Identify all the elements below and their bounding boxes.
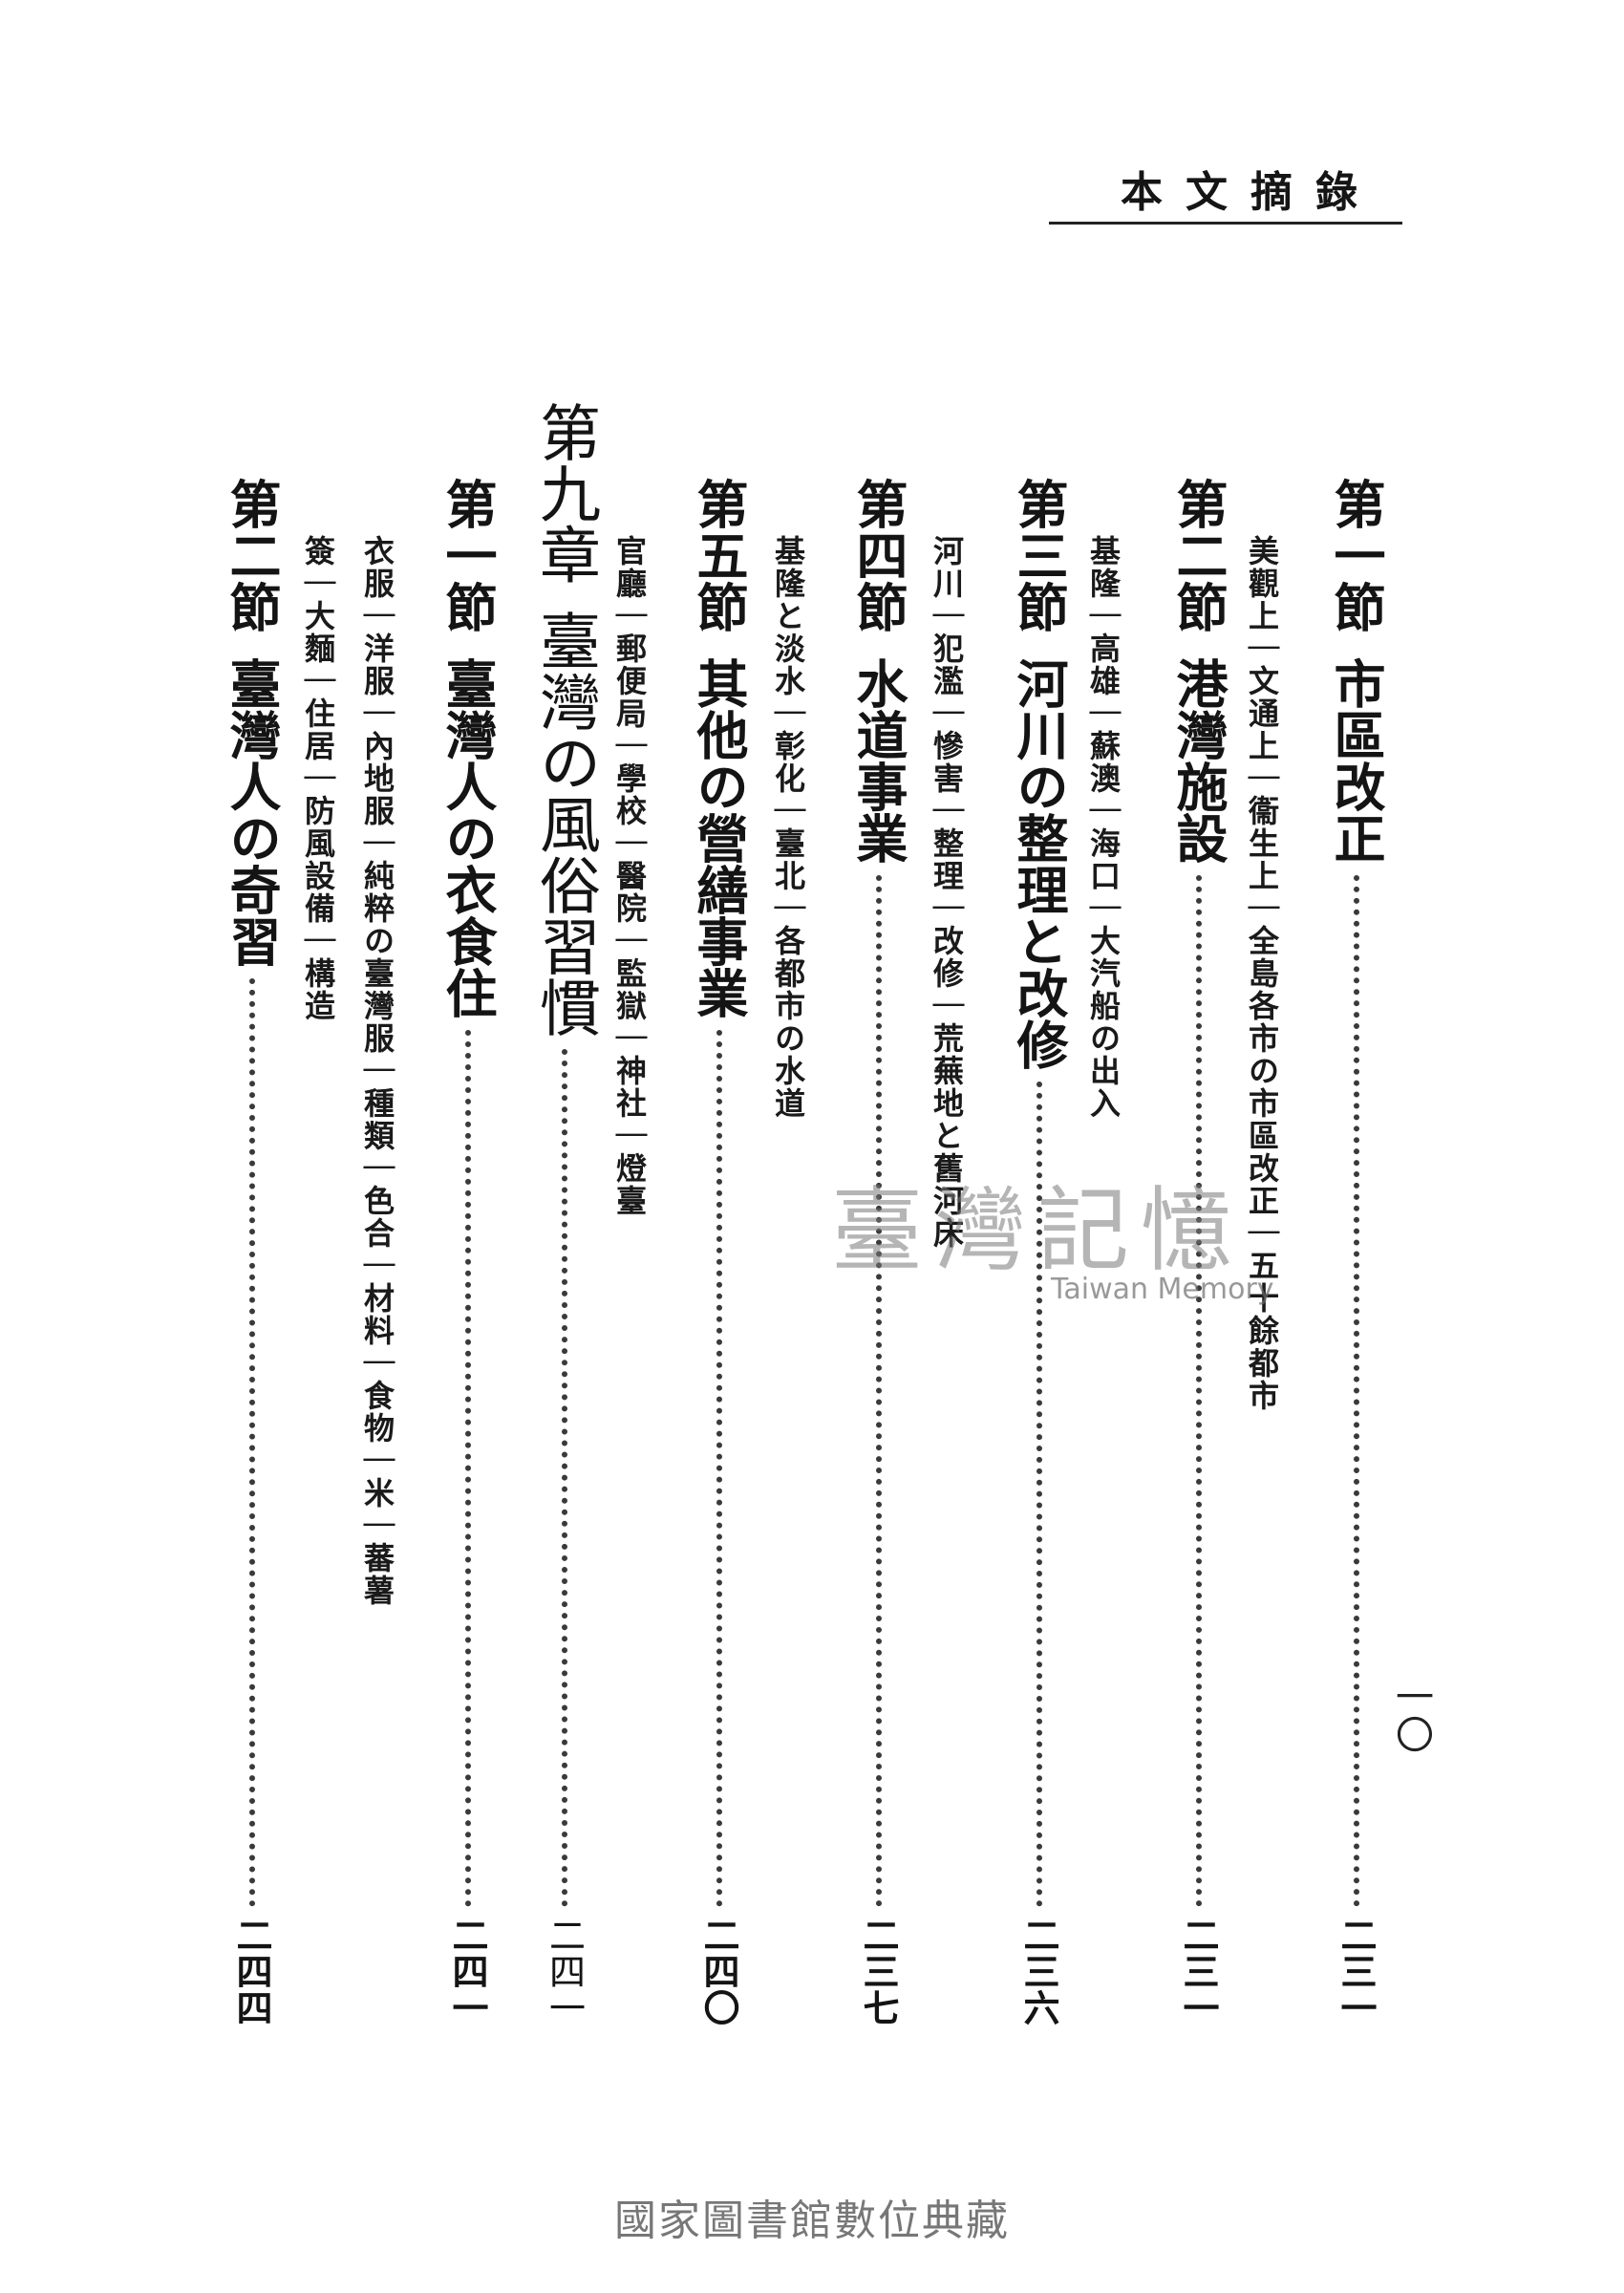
toc-entry-title: 其他の營繕事業 [688, 657, 749, 1018]
toc-entry-2: 第二節 港灣施設 二三一 [1161, 478, 1236, 2025]
toc-entry-title: 港灣施設 [1167, 657, 1229, 864]
toc-entry-3-subtopics: 河川｜犯濫｜慘害｜整理｜改修｜荒蕪地と舊河床 [929, 535, 965, 1250]
toc-entry-title: 水道事業 [847, 657, 908, 864]
toc-entry-page: 二三六 [1017, 1917, 1060, 2025]
toc-entry-page: 二四一 [543, 1917, 586, 2025]
toc-entry-page: 二三七 [857, 1917, 900, 2025]
dot-leader [1353, 875, 1359, 1907]
toc-entry-title: 臺灣の風俗習慣 [529, 610, 600, 1038]
toc-entry-7-subtopics-continued: 簽｜大麵｜住居｜防風設備｜構造 [300, 535, 336, 1022]
source-footer: 國家圖書館數位典藏 [614, 2197, 1010, 2245]
toc-entry-page: 二四四 [230, 1917, 273, 2025]
toc-entry-title: 市區改正 [1325, 657, 1386, 864]
toc-entry-4: 第四節 水道事業 二三七 [841, 478, 916, 2025]
toc-entry-2-subtopics: 基隆｜高雄｜蘇澳｜海口｜大汽船の出入 [1085, 535, 1122, 1120]
toc-entry-8: 第二節 臺灣人の奇習 二四四 [214, 478, 289, 2025]
toc-entry-page: 二三一 [1177, 1917, 1220, 2025]
dot-leader [1036, 1082, 1042, 1907]
toc-entry-label: 第一節 [437, 478, 498, 632]
toc-entry-1-subtopics: 美觀上｜文通上｜衞生上｜全島各市の市區改正｜五十餘都市 [1244, 535, 1280, 1412]
toc-entry-title: 臺灣人の衣食住 [437, 657, 498, 1018]
toc-entry-label: 第三節 [1008, 478, 1069, 632]
dot-leader [248, 978, 255, 1907]
header-rule [1049, 222, 1402, 225]
toc-entry-5: 第五節 其他の營繕事業 二四〇 [681, 478, 757, 2025]
toc-entry-4-subtopics: 基隆と淡水｜彰化｜臺北｜各都市の水道 [770, 535, 806, 1120]
toc-entry-label: 第一節 [1325, 478, 1386, 632]
toc-entry-title: 河川の整理と改修 [1008, 657, 1069, 1070]
running-header: 本文摘錄 [1121, 168, 1380, 217]
toc-entry-label: 第二節 [1167, 478, 1229, 632]
toc-entry-label: 第四節 [847, 478, 908, 632]
toc-entry-page: 二四〇 [697, 1917, 740, 2025]
toc-entry-7-subtopics: 衣服｜洋服｜內地服｜純粹の臺灣服｜種類｜色合｜材料｜食物｜米｜蕃薯 [359, 535, 395, 1607]
toc-chapter-9: 第九章 臺灣の風俗習慣 二四一 [521, 401, 609, 2025]
toc-entry-7: 第一節 臺灣人の衣食住 二四一 [430, 478, 505, 2025]
toc-entry-5-subtopics: 官廳｜郵便局｜學校｜醫院｜監獄｜神社｜燈臺 [611, 535, 648, 1217]
dot-leader [1195, 875, 1202, 1907]
toc-entry-page: 二三一 [1335, 1917, 1378, 2025]
toc-entry-label: 第二節 [221, 478, 282, 632]
dot-leader [875, 875, 882, 1907]
toc-entry-3: 第三節 河川の整理と改修 二三六 [1001, 478, 1077, 2025]
toc-entry-page: 二四一 [446, 1917, 489, 2025]
dot-leader [716, 1030, 722, 1907]
page-number: 一〇 [1389, 1677, 1433, 1753]
dot-leader [464, 1030, 471, 1907]
toc-entry-title: 臺灣人の奇習 [221, 657, 282, 967]
dot-leader [562, 1049, 567, 1907]
toc-entry-label: 第五節 [688, 478, 749, 632]
toc-entry-1: 第一節 市區改正 二三一 [1318, 478, 1394, 2025]
toc-entry-label: 第九章 [529, 401, 600, 585]
